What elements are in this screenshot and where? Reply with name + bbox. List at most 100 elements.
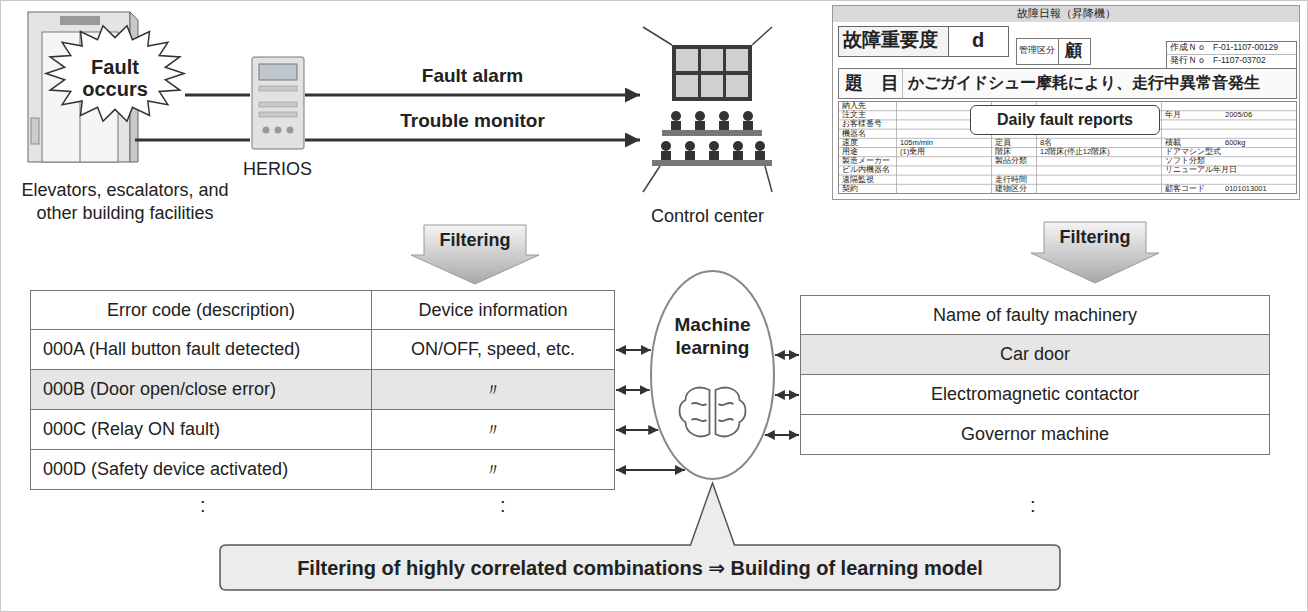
node-label: Machine learning	[664, 314, 761, 360]
form-rule	[896, 102, 897, 194]
brain-icon	[716, 388, 746, 437]
herios-illustration-part	[287, 127, 294, 134]
table-cell: 〃	[371, 450, 614, 489]
arrow-connector	[765, 434, 799, 436]
herios-illustration-part	[263, 127, 270, 134]
brain-icon	[692, 419, 707, 421]
continuation-mark: :	[500, 494, 506, 517]
table-cell: Name of faulty machinery	[801, 296, 1269, 334]
document-form	[833, 6, 1300, 200]
control-center-illustration-part	[661, 141, 671, 151]
node-label: Filtering	[1030, 227, 1160, 248]
control-center-illustration-part	[652, 160, 772, 166]
control-center-illustration-part	[662, 130, 762, 136]
filtering-arrow: Filtering	[410, 225, 540, 285]
control-center-illustration-part	[743, 121, 753, 130]
control-center-illustration-part	[755, 141, 765, 151]
node-label: HERIOS	[223, 158, 333, 181]
form-rule	[839, 175, 1297, 176]
table-cell: ON/OFF, speed, etc.	[371, 330, 614, 369]
table-cell: Electromagnetic contactor	[801, 375, 1269, 414]
node-label: Daily fault reports	[997, 111, 1133, 129]
table-cell: 000A (Hall button fault detected)	[31, 330, 371, 369]
table-cell: 000D (Safety device activated)	[31, 450, 371, 489]
fault-report-document-shape	[832, 5, 1300, 200]
form-box	[1167, 42, 1297, 69]
table-row: Governor machine	[800, 415, 1270, 455]
control-center-illustration-part	[661, 151, 671, 160]
control-center-illustration-part	[726, 75, 748, 97]
form-box	[833, 6, 1299, 22]
herios-illustration-part	[259, 112, 297, 117]
form-box	[833, 6, 1300, 200]
summary-callout: Filtering of highly correlated combinati…	[220, 545, 1060, 590]
table-row: Car door	[800, 335, 1270, 375]
control-center-illustration-part	[672, 45, 752, 101]
arrow-connector	[616, 429, 658, 431]
arrow-connector	[775, 394, 799, 396]
arrow-connector	[616, 349, 651, 351]
table-cell: Governor machine	[801, 415, 1269, 454]
form-rule	[839, 156, 1297, 157]
control-center-illustration-part	[643, 166, 660, 192]
fault-starburst: Fault occurs	[45, 25, 185, 130]
table-row: 000B (Door open/close error)〃	[30, 370, 615, 410]
table-cell: Error code (description)	[31, 291, 371, 329]
control-center-illustration-part	[676, 75, 698, 97]
table-row: 000A (Hall button fault detected)ON/OFF,…	[30, 330, 615, 370]
herios-illustration-part	[275, 127, 282, 134]
elevator-group: Elevators, escalators, and other buildin…	[25, 10, 135, 165]
arrow-connector	[616, 389, 650, 391]
form-box	[1059, 39, 1091, 65]
signal-line	[135, 139, 250, 142]
table-row: 000D (Safety device activated)〃	[30, 450, 615, 490]
control-center-illustration-part	[709, 141, 719, 151]
form-box	[949, 27, 1009, 57]
control-center-illustration-part	[709, 151, 719, 160]
arrow-connector	[775, 354, 799, 356]
table-row: 000C (Relay ON fault)〃	[30, 410, 615, 450]
control-center-illustration-part	[695, 121, 705, 130]
table-header-row: Error code (description)Device informati…	[30, 290, 615, 330]
signal-line	[185, 94, 250, 97]
herios-illustration-part	[259, 102, 297, 107]
elevator-illustration-part	[31, 118, 39, 144]
form-box	[1017, 39, 1059, 65]
control-center-illustration-part	[671, 121, 681, 130]
continuation-mark: :	[1030, 494, 1036, 517]
control-center-illustration-part	[685, 151, 695, 160]
control-center-illustration-part	[752, 27, 772, 45]
control-center-illustration	[643, 27, 772, 192]
table-cell: Device information	[371, 291, 614, 329]
table-header-row: Name of faulty machinery	[800, 295, 1270, 335]
starburst-outline	[46, 26, 184, 122]
form-rule	[839, 138, 1297, 139]
node-label: Filtering	[410, 230, 540, 251]
form-rule	[1161, 102, 1162, 194]
control-center-illustration-part	[743, 111, 753, 121]
herios-device: HERIOS	[250, 55, 305, 150]
control-center-illustration-part	[685, 141, 695, 151]
form-rule	[839, 165, 1297, 166]
control-center-illustration-part	[726, 49, 748, 71]
control-center-illustration-part	[695, 111, 705, 121]
machine-learning-ellipse: Machine learning	[650, 270, 775, 480]
table-cell: 〃	[371, 410, 614, 449]
control-center-illustration-part	[719, 111, 729, 121]
machine-learning-ellipse-shape	[650, 270, 775, 480]
form-rule	[1167, 54, 1297, 55]
node-label: 故障日報（昇降機）	[832, 7, 1300, 20]
form-rule	[839, 184, 1297, 185]
control-center: Control center	[640, 25, 775, 195]
control-center-illustration-part	[701, 75, 723, 97]
form-rule	[839, 147, 1297, 148]
ellipse-outline	[651, 271, 774, 479]
form-box	[839, 69, 1297, 99]
fault-report-document: 故障日報（昇降機） Daily fault reports	[832, 5, 1300, 200]
elevator-illustration-part	[60, 16, 100, 25]
node-label: Filtering of highly correlated combinati…	[297, 556, 983, 580]
table-cell: 000B (Door open/close error)	[31, 370, 371, 409]
